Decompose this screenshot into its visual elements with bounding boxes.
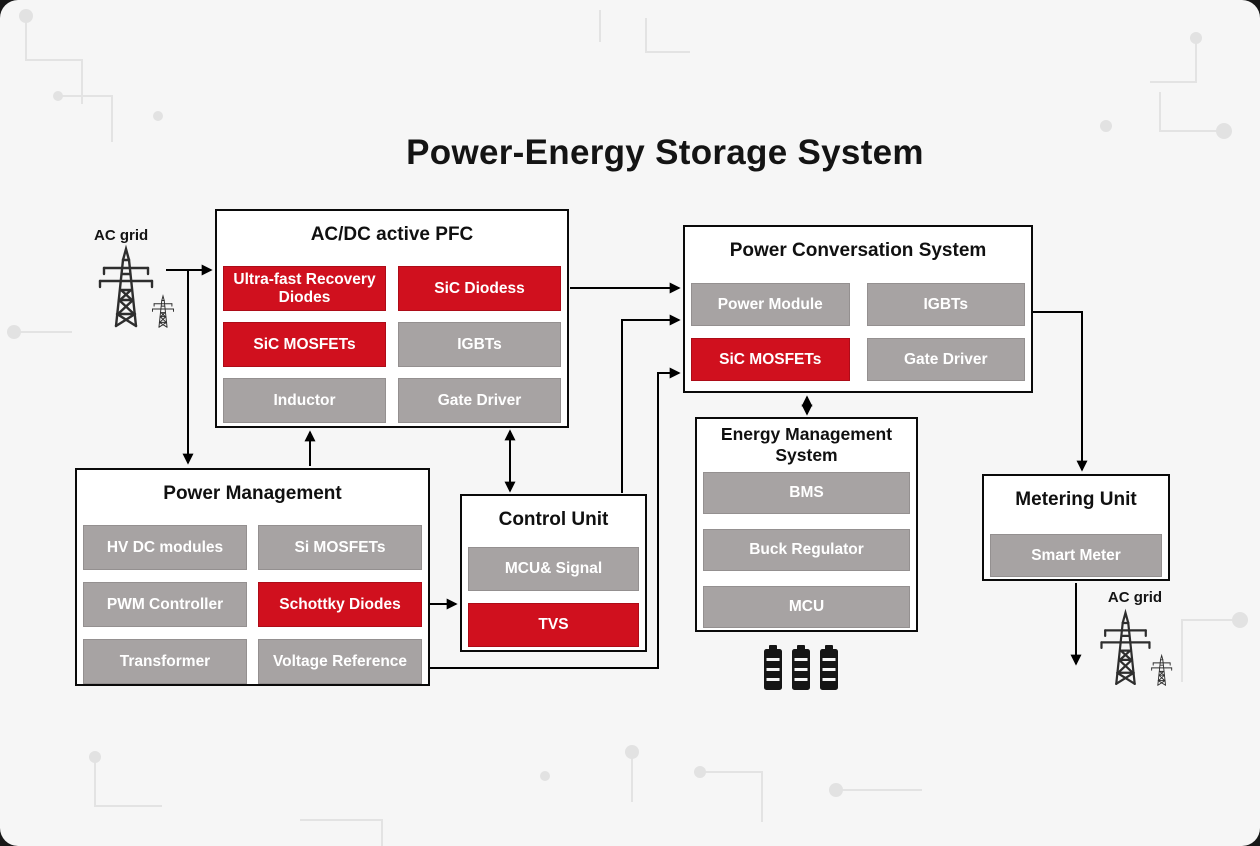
chip-label: HV DC modules <box>106 538 224 556</box>
chip-igbts-pfc: IGBTs <box>398 322 561 367</box>
ac-grid-right-label: AC grid <box>1107 589 1163 606</box>
chip-mcu-signal: MCU& Signal <box>468 547 639 591</box>
energy-management-system-title: Energy Management System <box>720 424 893 465</box>
chip-sic-diodes: SiC Diodess <box>398 266 561 311</box>
cu-chip-grid: MCU& Signal TVS <box>468 547 639 647</box>
power-conversation-system-box: Power Conversation System Power Module I… <box>683 225 1033 393</box>
chip-ultra-fast-recovery-diodes: Ultra-fast Recovery Diodes <box>223 266 386 311</box>
conn-pcs-to-metering <box>1033 311 1088 472</box>
mu-chip-grid: Smart Meter <box>990 534 1162 577</box>
chip-label: Transformer <box>119 652 211 670</box>
chip-smart-meter: Smart Meter <box>990 534 1162 577</box>
chip-label: IGBTs <box>457 335 502 353</box>
chip-label: BMS <box>789 484 824 502</box>
chip-label: IGBTs <box>923 295 969 313</box>
chip-gate-driver-pcs: Gate Driver <box>866 338 1025 381</box>
acdc-active-pfc-box: AC/DC active PFC Ultra-fast Recovery Dio… <box>215 209 569 428</box>
pm-chip-grid: HV DC modules Si MOSFETs PWM Controller … <box>83 525 422 684</box>
chip-label: PWM Controller <box>106 595 224 613</box>
chip-inductor: Inductor <box>223 378 386 423</box>
acdc-active-pfc-title: AC/DC active PFC <box>310 224 474 245</box>
acdc-pfc-chip-grid: Ultra-fast Recovery Diodes SiC Diodess S… <box>223 266 561 423</box>
page-title: Power-Energy Storage System <box>406 133 924 172</box>
power-conversation-system-title: Power Conversation System <box>729 240 987 261</box>
chip-transformer: Transformer <box>83 639 247 684</box>
chip-label: MCU& Signal <box>504 560 603 578</box>
battery-bank <box>763 645 839 691</box>
chip-label: Voltage Reference <box>272 652 408 670</box>
transmission-tower-icon <box>1100 611 1173 686</box>
power-management-title: Power Management <box>163 483 342 504</box>
transmission-tower-icon <box>98 247 175 328</box>
chip-label: SiC Diodess <box>434 279 525 297</box>
chip-mcu-ems: MCU <box>703 586 910 628</box>
chip-igbts-pcs: IGBTs <box>866 283 1025 326</box>
chip-sic-mosfets-pcs: SiC MOSFETs <box>691 338 850 381</box>
chip-label: Buck Regulator <box>749 541 864 559</box>
metering-unit-title: Metering Unit <box>1015 489 1137 510</box>
chip-label: Smart Meter <box>1031 546 1121 564</box>
chip-power-module: Power Module <box>691 283 850 326</box>
chip-bms: BMS <box>703 472 910 514</box>
metering-unit-box: Metering Unit Smart Meter <box>982 474 1170 581</box>
power-management-box: Power Management HV DC modules Si MOSFET… <box>75 468 430 686</box>
chip-hv-dc-modules: HV DC modules <box>83 525 247 570</box>
chip-label: SiC MOSFETs <box>719 350 822 368</box>
chip-gate-driver-pfc: Gate Driver <box>398 378 561 423</box>
chip-label: Gate Driver <box>437 391 522 409</box>
chip-schottky-diodes: Schottky Diodes <box>258 582 422 627</box>
chip-label: Power Module <box>717 295 823 313</box>
chip-label: TVS <box>538 616 569 634</box>
pcs-chip-grid: Power Module IGBTs SiC MOSFETs Gate Driv… <box>691 283 1025 381</box>
chip-label: Inductor <box>273 391 336 409</box>
conn-control-unit-to-pcs <box>621 314 681 493</box>
chip-sic-mosfets-pfc: SiC MOSFETs <box>223 322 386 367</box>
chip-voltage-reference: Voltage Reference <box>258 639 422 684</box>
chip-label: Ultra-fast Recovery Diodes <box>233 270 376 306</box>
chip-pwm-controller: PWM Controller <box>83 582 247 627</box>
ems-chip-grid: BMS Buck Regulator MCU <box>703 472 910 628</box>
battery-icon <box>820 645 838 690</box>
chip-label: Si MOSFETs <box>294 538 386 556</box>
chip-tvs: TVS <box>468 603 639 647</box>
control-unit-title: Control Unit <box>498 509 609 530</box>
ac-grid-left-label: AC grid <box>94 227 149 244</box>
chip-label: MCU <box>788 598 825 616</box>
chip-label: Gate Driver <box>903 350 988 368</box>
energy-management-system-box: Energy Management System BMS Buck Regula… <box>695 417 918 632</box>
ac-grid-output: AC grid <box>1090 589 1180 691</box>
ac-grid-source: AC grid <box>94 227 186 333</box>
chip-label: SiC MOSFETs <box>253 335 356 353</box>
chip-si-mosfets: Si MOSFETs <box>258 525 422 570</box>
battery-icon <box>764 645 782 690</box>
battery-icon <box>792 645 810 690</box>
chip-label: Schottky Diodes <box>279 595 401 613</box>
control-unit-box: Control Unit MCU& Signal TVS <box>460 494 647 652</box>
chip-buck-regulator: Buck Regulator <box>703 529 910 571</box>
